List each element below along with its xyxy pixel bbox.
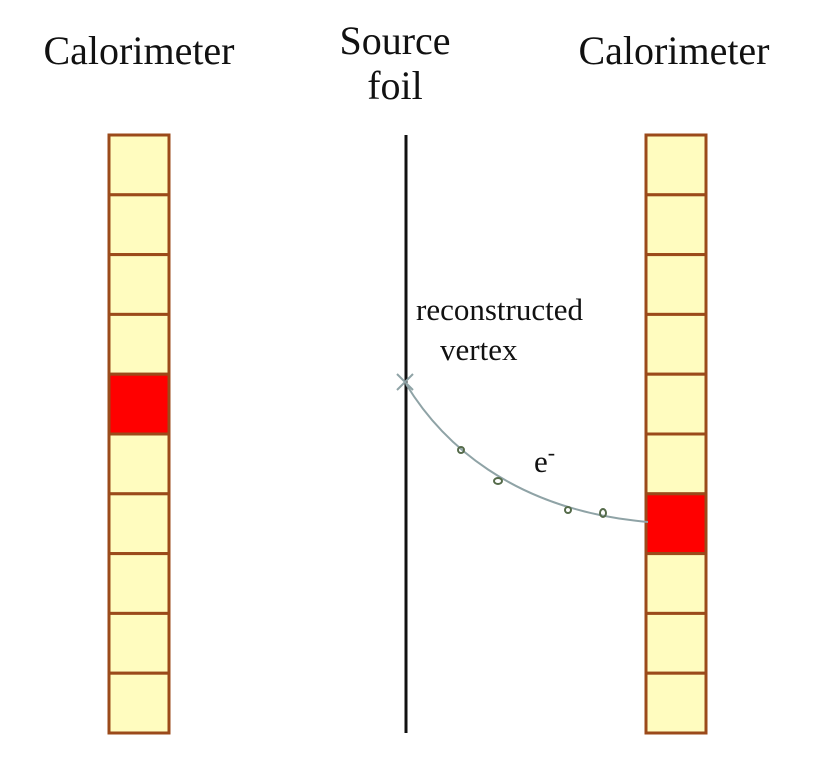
particle-charge: - — [548, 440, 555, 465]
vertex-label-line2: vertex — [440, 332, 518, 367]
calorimeter-cell — [644, 372, 708, 436]
track-hit — [599, 508, 607, 518]
calorimeter-cell — [644, 253, 708, 316]
source-foil-label-line2: foil — [367, 63, 423, 108]
calorimeter-cell — [107, 432, 171, 496]
calorimeter-cell — [644, 671, 708, 735]
calorimeter-cell — [107, 253, 171, 316]
calorimeter-cell — [107, 552, 171, 615]
track-hit — [457, 446, 465, 454]
particle-label: e- — [534, 440, 555, 479]
track-hit — [564, 506, 572, 514]
track-hits — [457, 446, 607, 518]
calorimeter-cell-hit — [644, 492, 708, 556]
calorimeter-cell — [644, 552, 708, 615]
right-calorimeter — [644, 133, 708, 735]
left-calorimeter-label: Calorimeter — [43, 28, 234, 73]
calorimeter-cell — [644, 432, 708, 496]
calorimeter-cell — [107, 193, 171, 257]
vertex-label-line1: reconstructed — [416, 292, 583, 327]
right-calorimeter-label: Calorimeter — [578, 28, 769, 73]
calorimeter-cell — [107, 492, 171, 556]
calorimeter-cell — [644, 312, 708, 376]
calorimeter-cell — [644, 133, 708, 197]
particle-symbol: e — [534, 444, 548, 479]
calorimeter-cell — [644, 193, 708, 257]
calorimeter-cell — [107, 312, 171, 376]
calorimeter-cell — [107, 611, 171, 675]
vertex-marker — [396, 373, 414, 391]
track-hit — [493, 477, 503, 485]
source-foil-label-line1: Source — [339, 18, 450, 63]
calorimeter-cell — [107, 671, 171, 735]
left-calorimeter — [107, 133, 171, 735]
calorimeter-cell — [644, 611, 708, 675]
calorimeter-cell — [107, 133, 171, 197]
electron-track — [405, 383, 649, 523]
calorimeter-cell-hit — [107, 372, 171, 436]
